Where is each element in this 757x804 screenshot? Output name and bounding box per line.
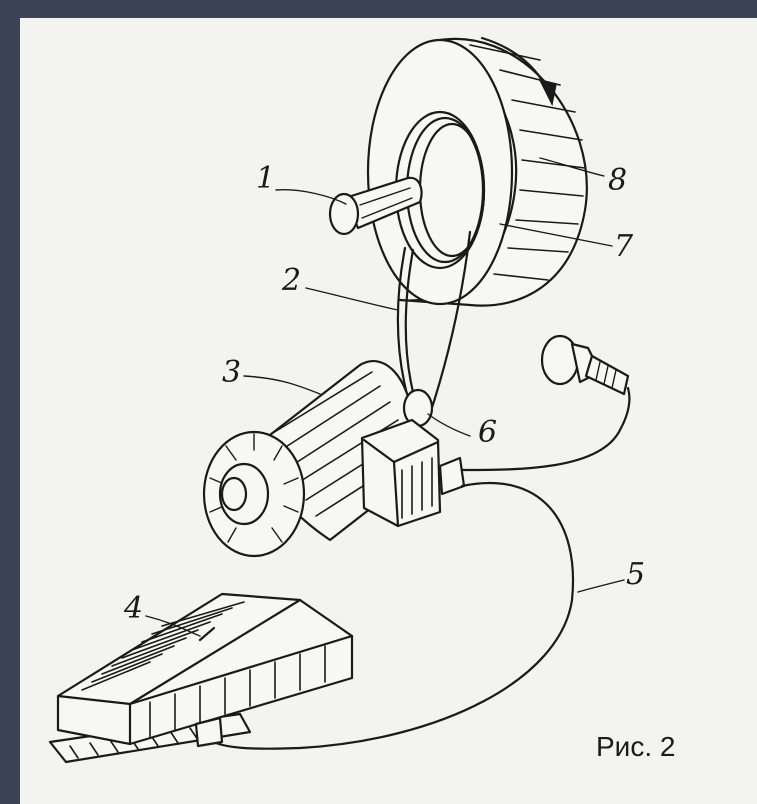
figure-caption: Рис. 2: [596, 731, 675, 762]
end-bell-ribs: [209, 433, 299, 543]
drive-belt: [396, 230, 472, 422]
terminal-box-hatching: [401, 457, 433, 519]
leader-lines: [145, 157, 625, 637]
wheel-rim-hatching: [469, 44, 586, 281]
callout-6: 6: [478, 415, 497, 450]
callout-2: 2: [281, 263, 301, 298]
callout-5: 5: [626, 557, 645, 592]
rotation-arrow: [480, 36, 557, 107]
power-cable-to-plug: [460, 334, 631, 472]
pedal-cable: [208, 481, 575, 750]
callout-4: 4: [123, 591, 143, 626]
callout-3: 3: [222, 355, 241, 390]
callout-8: 8: [608, 163, 627, 198]
callout-1: 1: [256, 161, 275, 196]
spindle-shaft: [328, 176, 423, 236]
foot-pedal: [48, 592, 354, 764]
callout-7: 7: [614, 229, 634, 264]
housing-side-hatching: [149, 645, 326, 739]
electric-motor: [202, 359, 466, 558]
